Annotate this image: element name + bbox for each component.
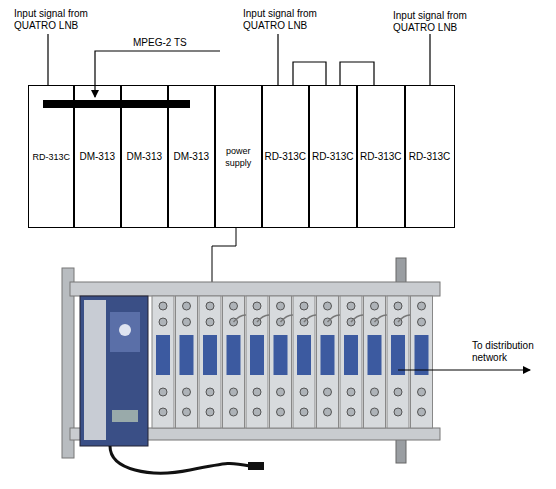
module-box: DM-313 xyxy=(167,85,216,228)
module-name: RD-313C xyxy=(408,151,452,163)
ts-arrow xyxy=(95,51,220,97)
module-name: DM-313 xyxy=(172,151,210,163)
module-name: power supply xyxy=(215,145,262,169)
bridge-cable xyxy=(340,62,374,85)
module-box: RD-313C xyxy=(356,85,406,228)
signal-label: MPEG-2 TS xyxy=(133,37,213,49)
module-box: RD-313C xyxy=(261,85,310,228)
module-name: RD-313C xyxy=(31,151,71,163)
module-name: DM-313 xyxy=(125,151,163,163)
input-line xyxy=(277,34,278,85)
module-name: RD-313C xyxy=(359,151,403,163)
module-box: RD-313C xyxy=(404,85,455,228)
bridge-cable xyxy=(293,62,326,85)
module-box: RD-313C xyxy=(28,85,75,228)
output-arrow xyxy=(398,370,530,371)
module-box: DM-313 xyxy=(73,85,122,228)
signal-label: Input signal from QUATRO LNB xyxy=(14,8,106,32)
signal-label: Input signal from QUATRO LNB xyxy=(393,10,485,34)
signal-label: Input signal from QUATRO LNB xyxy=(243,8,335,32)
input-line xyxy=(429,34,430,85)
module-name: RD-313C xyxy=(311,151,355,163)
module-box: power supply xyxy=(214,85,263,228)
input-line xyxy=(47,34,48,85)
signal-label: To distribution network xyxy=(472,340,548,364)
rack-photo xyxy=(62,258,440,473)
module-box: RD-313C xyxy=(308,85,358,228)
module-name: RD-313C xyxy=(263,151,307,163)
module-name: DM-313 xyxy=(78,151,116,163)
module-box: DM-313 xyxy=(120,85,169,228)
